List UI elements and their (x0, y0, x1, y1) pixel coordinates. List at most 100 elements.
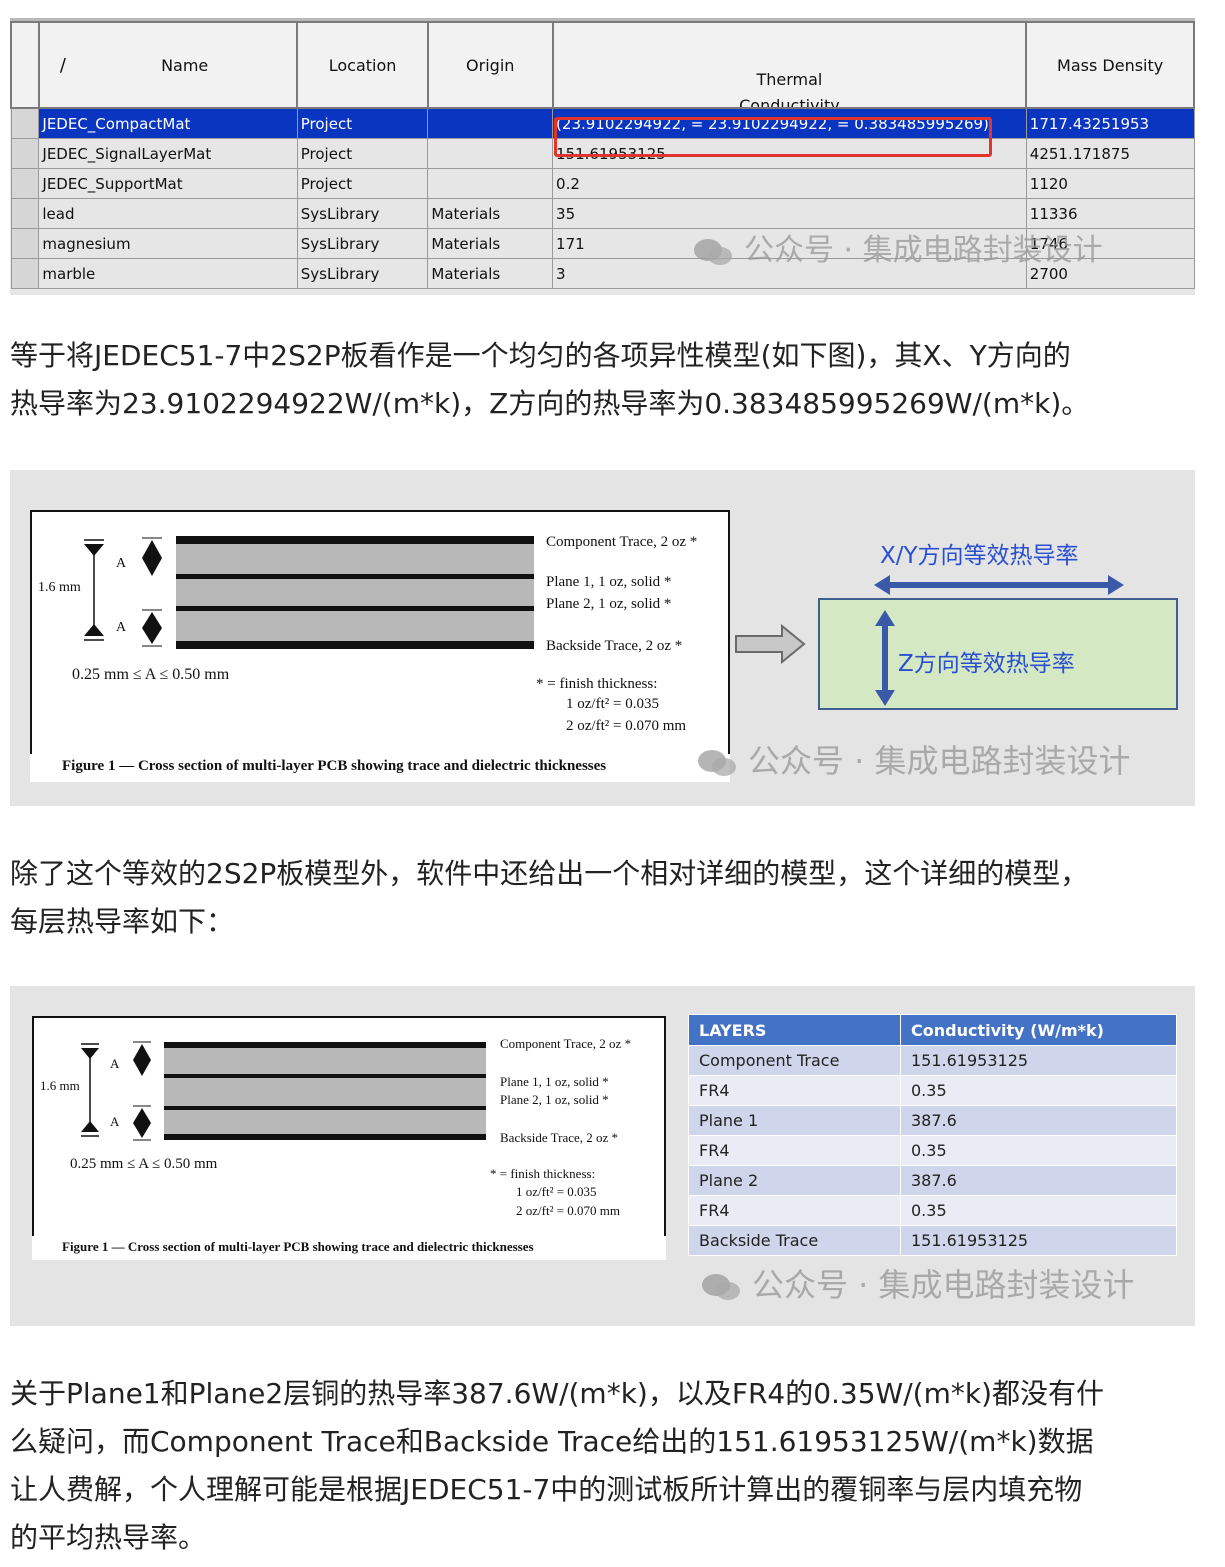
row-header[interactable] (10, 138, 40, 169)
row-header[interactable] (10, 198, 40, 229)
column-header-name[interactable]: / Name (37, 21, 299, 109)
table-row[interactable]: JEDEC_SignalLayerMat Project 151.6195312… (10, 138, 1195, 169)
backside-trace-label: Backside Trace, 2 oz * (500, 1130, 619, 1145)
cell-density[interactable]: 1717.43251953 (1025, 107, 1195, 139)
cell-density[interactable]: 4251.171875 (1025, 138, 1195, 169)
column-header-conductivity: Conductivity (W/m*k) (900, 1014, 1177, 1046)
cell-location[interactable]: SysLibrary (296, 198, 429, 229)
layers-header-row: LAYERS Conductivity (W/m*k) (688, 1014, 1177, 1046)
paragraph-line: 关于Plane1和Plane2层铜的热导率387.6W/(m*k)，以及FR4的… (10, 1377, 1105, 1410)
finish-2oz-label: 2 oz/ft² = 0.070 mm (516, 1203, 621, 1218)
column-header-location[interactable]: Location (296, 21, 429, 109)
paragraph-equivalent-model: 等于将JEDEC51-7中2S2P板看作是一个均匀的各项异性模型(如下图)，其X… (10, 332, 1200, 428)
row-header[interactable] (10, 107, 40, 139)
finish-1oz-label: 1 oz/ft² = 0.035 (566, 696, 659, 712)
thermal-header-line1: Thermal (756, 70, 823, 89)
paragraph-detailed-model: 除了这个等效的2S2P板模型外，软件中还给出一个相对详细的模型，这个详细的模型，… (10, 850, 1200, 946)
conductivity-highlight-box (554, 117, 992, 157)
dim-label-a: A (116, 620, 127, 635)
wechat-icon (698, 750, 736, 776)
cell-name[interactable]: lead (38, 198, 298, 229)
column-header-thermal-conductivity[interactable]: Thermal Conductivity (551, 21, 1028, 109)
watermark: 公众号 · 集成电路封装设计 (692, 225, 1103, 269)
dim-label-a: A (116, 556, 127, 571)
finish-thickness-label: * = finish thickness: (536, 676, 658, 692)
table-row: FR4 0.35 (688, 1195, 1177, 1226)
cell-location[interactable]: SysLibrary (296, 228, 429, 259)
plane1-label: Plane 1, 1 oz, solid * (546, 574, 672, 590)
cell-density[interactable]: 11336 (1025, 198, 1195, 229)
table-row: Plane 2 387.6 (688, 1165, 1177, 1196)
cell-conductivity[interactable]: 3 (552, 258, 1027, 289)
materials-table: / Name Location Origin Thermal Conductiv… (10, 21, 1195, 289)
figure-caption-backdrop (32, 1236, 666, 1260)
table-row[interactable]: lead SysLibrary Materials 35 11336 (10, 198, 1195, 229)
cell-layer: Plane 1 (688, 1105, 901, 1136)
thermal-header-line2: Conductivity (739, 96, 840, 107)
cell-name[interactable]: JEDEC_SupportMat (38, 168, 298, 199)
cell-density[interactable]: 1120 (1025, 168, 1195, 199)
cell-conductivity[interactable]: 35 (552, 198, 1027, 229)
xy-double-arrow-icon (874, 575, 1124, 595)
cell-location[interactable]: SysLibrary (296, 258, 429, 289)
row-header[interactable] (10, 168, 40, 199)
finish-thickness-label: * = finish thickness: (490, 1166, 596, 1181)
figure-panel-equivalent: A A 1.6 mm 0.25 mm ≤ A ≤ 0.50 mm Compone… (10, 470, 1195, 806)
watermark-text: 公众号 · 集成电路封装设计 (752, 1266, 1135, 1304)
paragraph-line: 除了这个等效的2S2P板模型外，软件中还给出一个相对详细的模型，这个详细的模型， (10, 857, 1089, 890)
table-row: Backside Trace 151.61953125 (688, 1225, 1177, 1256)
table-row: FR4 0.35 (688, 1135, 1177, 1166)
wechat-icon (694, 238, 732, 265)
cell-layer: Plane 2 (688, 1165, 901, 1196)
cell-origin[interactable] (427, 168, 554, 199)
paragraph-line: 每层热导率如下： (10, 905, 235, 938)
watermark-text: 公众号 · 集成电路封装设计 (744, 233, 1103, 268)
cell-origin[interactable]: Materials (427, 258, 554, 289)
cell-density[interactable]: 2700 (1025, 258, 1195, 289)
cell-name[interactable]: JEDEC_CompactMat (38, 107, 298, 139)
cell-location[interactable]: Project (296, 168, 429, 199)
cell-location[interactable]: Project (296, 138, 429, 169)
table-row[interactable]: JEDEC_SupportMat Project 0.2 1120 (10, 168, 1195, 199)
figure-caption: Figure 1 — Cross section of multi-layer … (62, 1239, 534, 1254)
cell-conductivity[interactable]: 151.61953125 (552, 138, 1027, 169)
table-row[interactable]: marble SysLibrary Materials 3 2700 (10, 258, 1195, 289)
cell-origin[interactable] (427, 138, 554, 169)
xy-direction-label: X/Y方向等效热导率 (880, 543, 1079, 569)
cell-conductivity: 151.61953125 (900, 1045, 1177, 1076)
cell-conductivity[interactable]: 171 (552, 228, 1027, 259)
plane2-label: Plane 2, 1 oz, solid * (500, 1092, 609, 1107)
cell-name[interactable]: marble (38, 258, 298, 289)
cell-conductivity: 0.35 (900, 1195, 1177, 1226)
row-header[interactable] (10, 258, 40, 289)
right-arrow-icon (735, 624, 806, 664)
dim-label-a: A (110, 1056, 120, 1071)
cell-name[interactable]: magnesium (38, 228, 298, 259)
cell-layer: FR4 (688, 1075, 901, 1106)
backside-trace-label: Backside Trace, 2 oz * (546, 638, 683, 654)
watermark: 公众号 · 集成电路封装设计 (696, 736, 1131, 782)
cell-conductivity: 0.35 (900, 1075, 1177, 1106)
paragraph-layer-discussion: 关于Plane1和Plane2层铜的热导率387.6W/(m*k)，以及FR4的… (10, 1370, 1200, 1562)
z-direction-label: Z方向等效热导率 (898, 651, 1075, 677)
layer-conductivity-table: LAYERS Conductivity (W/m*k) Component Tr… (688, 1014, 1177, 1256)
column-header-mass-density[interactable]: Mass Density (1025, 21, 1195, 109)
plane1-label: Plane 1, 1 oz, solid * (500, 1074, 609, 1089)
cell-layer: FR4 (688, 1135, 901, 1166)
cell-location[interactable]: Project (296, 107, 429, 139)
table-row: Component Trace 151.61953125 (688, 1045, 1177, 1076)
component-trace-label: Component Trace, 2 oz * (546, 534, 698, 550)
plane2-label: Plane 2, 1 oz, solid * (546, 596, 672, 612)
row-header[interactable] (10, 228, 40, 259)
cell-origin[interactable] (427, 107, 554, 139)
watermark-text: 公众号 · 集成电路封装设计 (748, 742, 1131, 780)
cell-origin[interactable]: Materials (427, 228, 554, 259)
row-header-corner[interactable] (10, 21, 40, 109)
cell-conductivity: 151.61953125 (900, 1225, 1177, 1256)
cell-conductivity[interactable]: 0.2 (552, 168, 1027, 199)
cell-name[interactable]: JEDEC_SignalLayerMat (38, 138, 298, 169)
figure-caption: Figure 1 — Cross section of multi-layer … (62, 758, 607, 774)
cell-origin[interactable]: Materials (427, 198, 554, 229)
column-header-origin[interactable]: Origin (426, 21, 554, 109)
cell-layer: Backside Trace (688, 1225, 901, 1256)
